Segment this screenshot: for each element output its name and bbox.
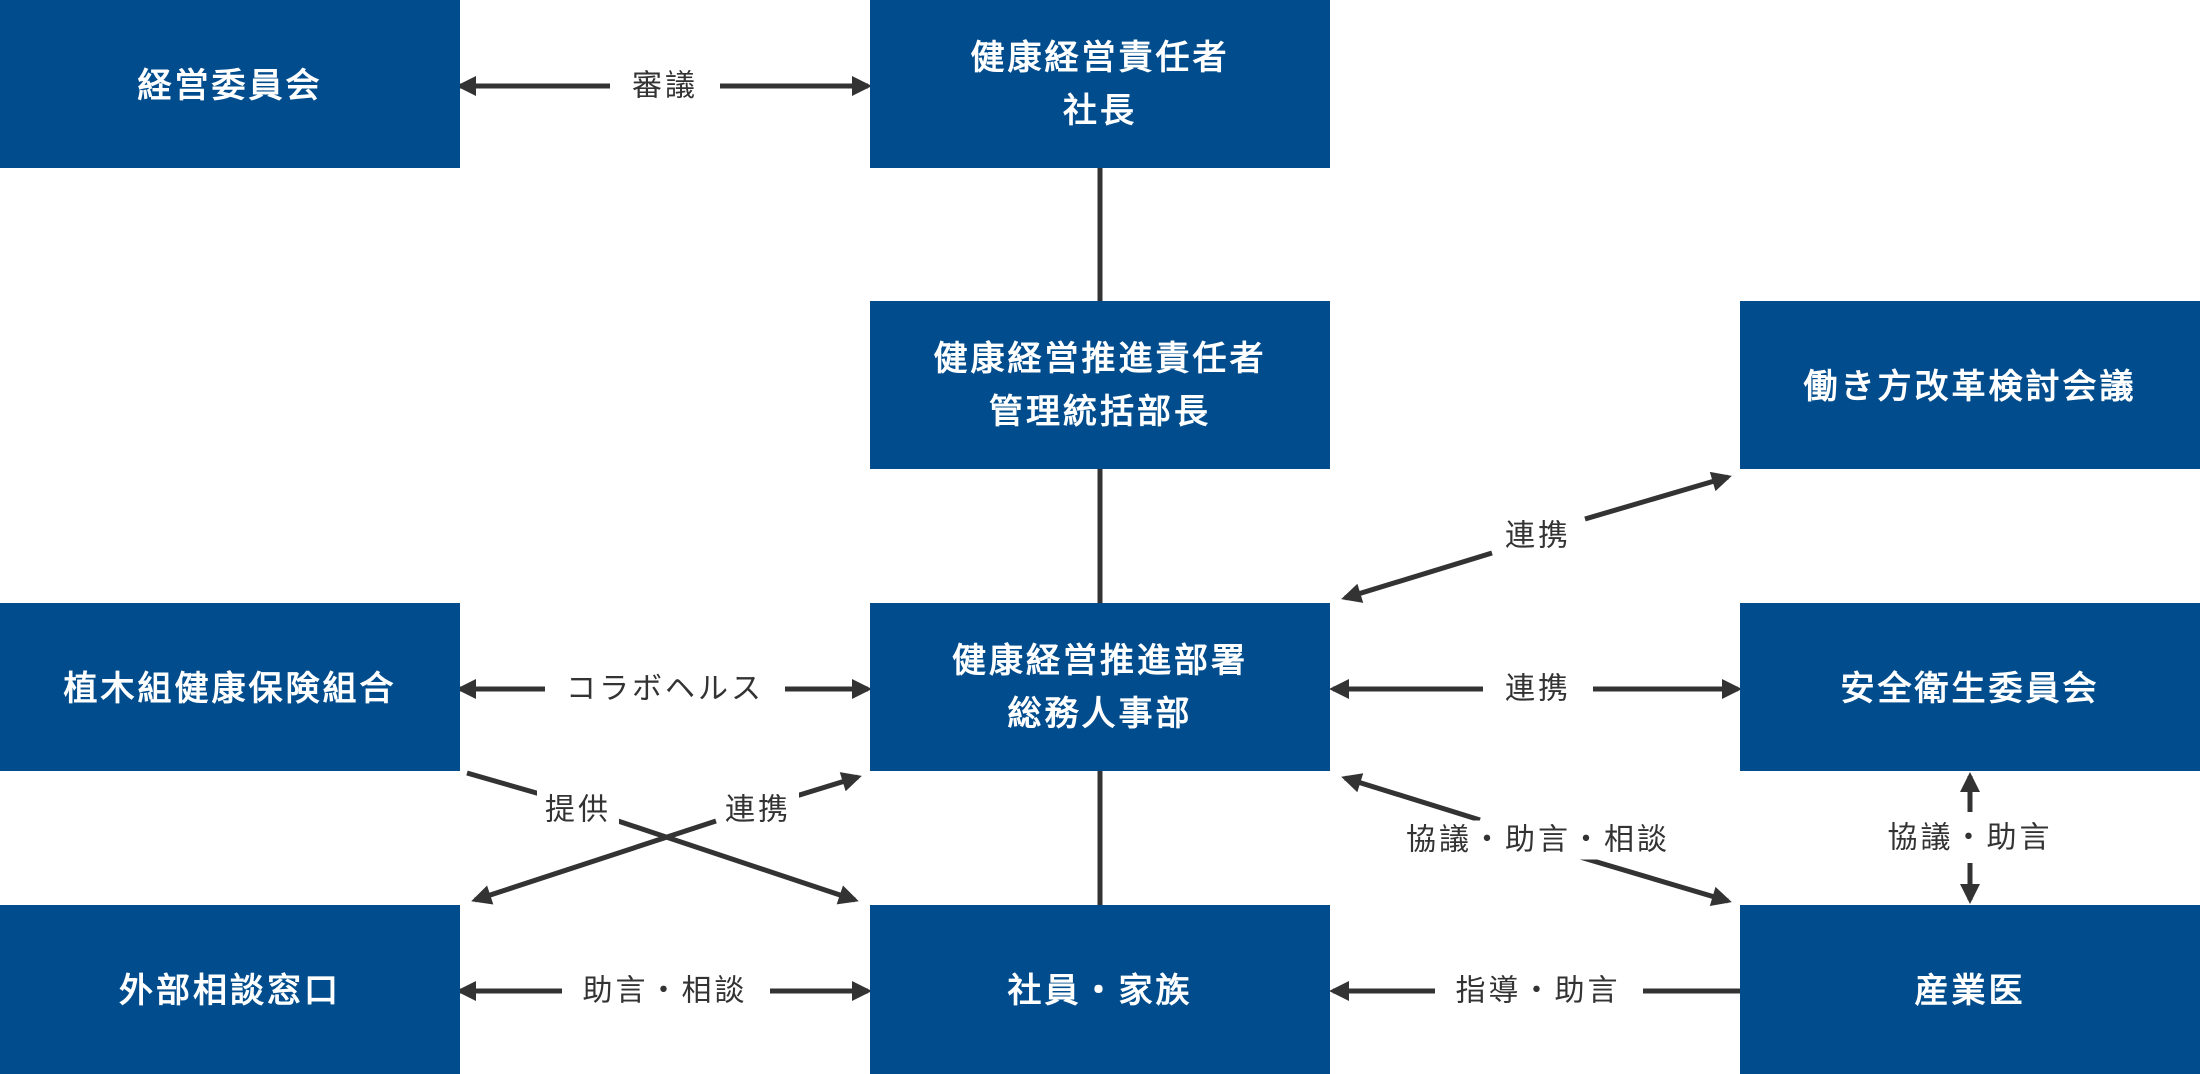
node-industrial-doctor: 産業医 [1740,905,2200,1074]
edge-label-background [1497,516,1579,556]
edge-consult-advise-safety: 協議・助言 [1879,772,2061,904]
node-box [870,905,1330,1074]
node-health-officer: 健康経営責任者 社長 [870,0,1330,168]
edge-label-background [558,669,772,709]
edge-line-segment [466,770,541,797]
edge-label-background [1879,818,2061,858]
node-label: 外部相談窓口 [119,971,341,1011]
edge-label-provision: 提供 [545,793,611,828]
edge-label-background [1447,971,1629,1011]
node-label-line2: 管理統括部長 [989,392,1211,432]
edge-label-advice-external: 助言・相談 [583,974,748,1009]
node-label: 経営委員会 [138,66,323,106]
edge-advice-external: 助言・相談 [456,971,872,1011]
node-employees-family: 社員・家族 [870,905,1330,1074]
node-promotion-dept: 健康経営推進部署 総務人事部 [870,603,1330,771]
node-health-insurance: 植木組健康保険組合 [0,603,460,771]
edge-label-collaboration-work-style: 連携 [1505,519,1571,554]
node-box [1740,301,2200,469]
node-box [0,0,460,168]
node-box [870,603,1330,771]
edge-label-collaboration-external: 連携 [725,793,791,828]
node-safety-committee: 安全衛生委員会 [1740,603,2200,771]
edge-label-consult-advise-safety: 協議・助言 [1888,821,2053,856]
edge-line-segment [617,818,859,905]
edge-guidance-doctor: 指導・助言 [1329,971,1740,1011]
edge-provision: 提供 [466,770,859,905]
edge-line-segment [1341,550,1493,603]
node-external-counsel: 外部相談窓口 [0,905,460,1074]
edge-collaboration-external: 連携 [471,772,862,905]
node-label-line1: 健康経営推進責任者 [934,339,1267,379]
node-management-committee: 経営委員会 [0,0,460,168]
edge-label-guidance-doctor: 指導・助言 [1456,974,1621,1009]
node-box [870,301,1330,469]
node-label: 社員・家族 [1008,971,1193,1011]
edge-label-collaboration-safety: 連携 [1505,672,1571,707]
edge-label-background [1398,820,1678,860]
edge-label-background [624,66,706,106]
node-box [0,905,460,1074]
node-promotion-officer: 健康経営推進責任者 管理統括部長 [870,301,1330,469]
edge-collaboration-work-style: 連携 [1341,471,1732,603]
node-box [870,0,1330,168]
edge-line-segment [1579,854,1732,907]
node-work-style-council: 働き方改革検討会議 [1740,301,2200,469]
edge-deliberation: 審議 [456,66,872,106]
edge-label-consult-advise-dept: 協議・助言・相談 [1406,823,1670,858]
edge-collaboration-safety: 連携 [1329,669,1742,709]
edge-line-segment [792,772,862,800]
edge-consult-advise-dept: 協議・助言・相談 [1341,773,1732,907]
edge-label-background [537,790,619,830]
node-label-line2: 総務人事部 [1008,694,1193,734]
node-box [1740,905,2200,1074]
edge-line-segment [1584,471,1732,522]
node-label: 働き方改革検討会議 [1804,367,2137,407]
edge-label-background [1497,669,1579,709]
edge-label-collabo-health: コラボヘルス [566,672,764,707]
node-label-line1: 健康経営推進部署 [952,641,1248,681]
node-label: 安全衛生委員会 [1841,669,2100,709]
edge-label-background [717,790,799,830]
edge-collabo-health: コラボヘルス [456,669,872,709]
node-label: 植木組健康保険組合 [64,669,397,709]
edge-label-background [574,971,756,1011]
edge-line-segment [1341,773,1481,823]
edge-label-deliberation: 審議 [632,69,698,104]
node-label-line1: 健康経営責任者 [971,38,1230,78]
node-box [1740,603,2200,771]
node-label-line2: 社長 [1063,91,1137,131]
node-box [0,603,460,771]
edge-line-segment [471,818,717,905]
node-label: 産業医 [1915,971,2026,1011]
